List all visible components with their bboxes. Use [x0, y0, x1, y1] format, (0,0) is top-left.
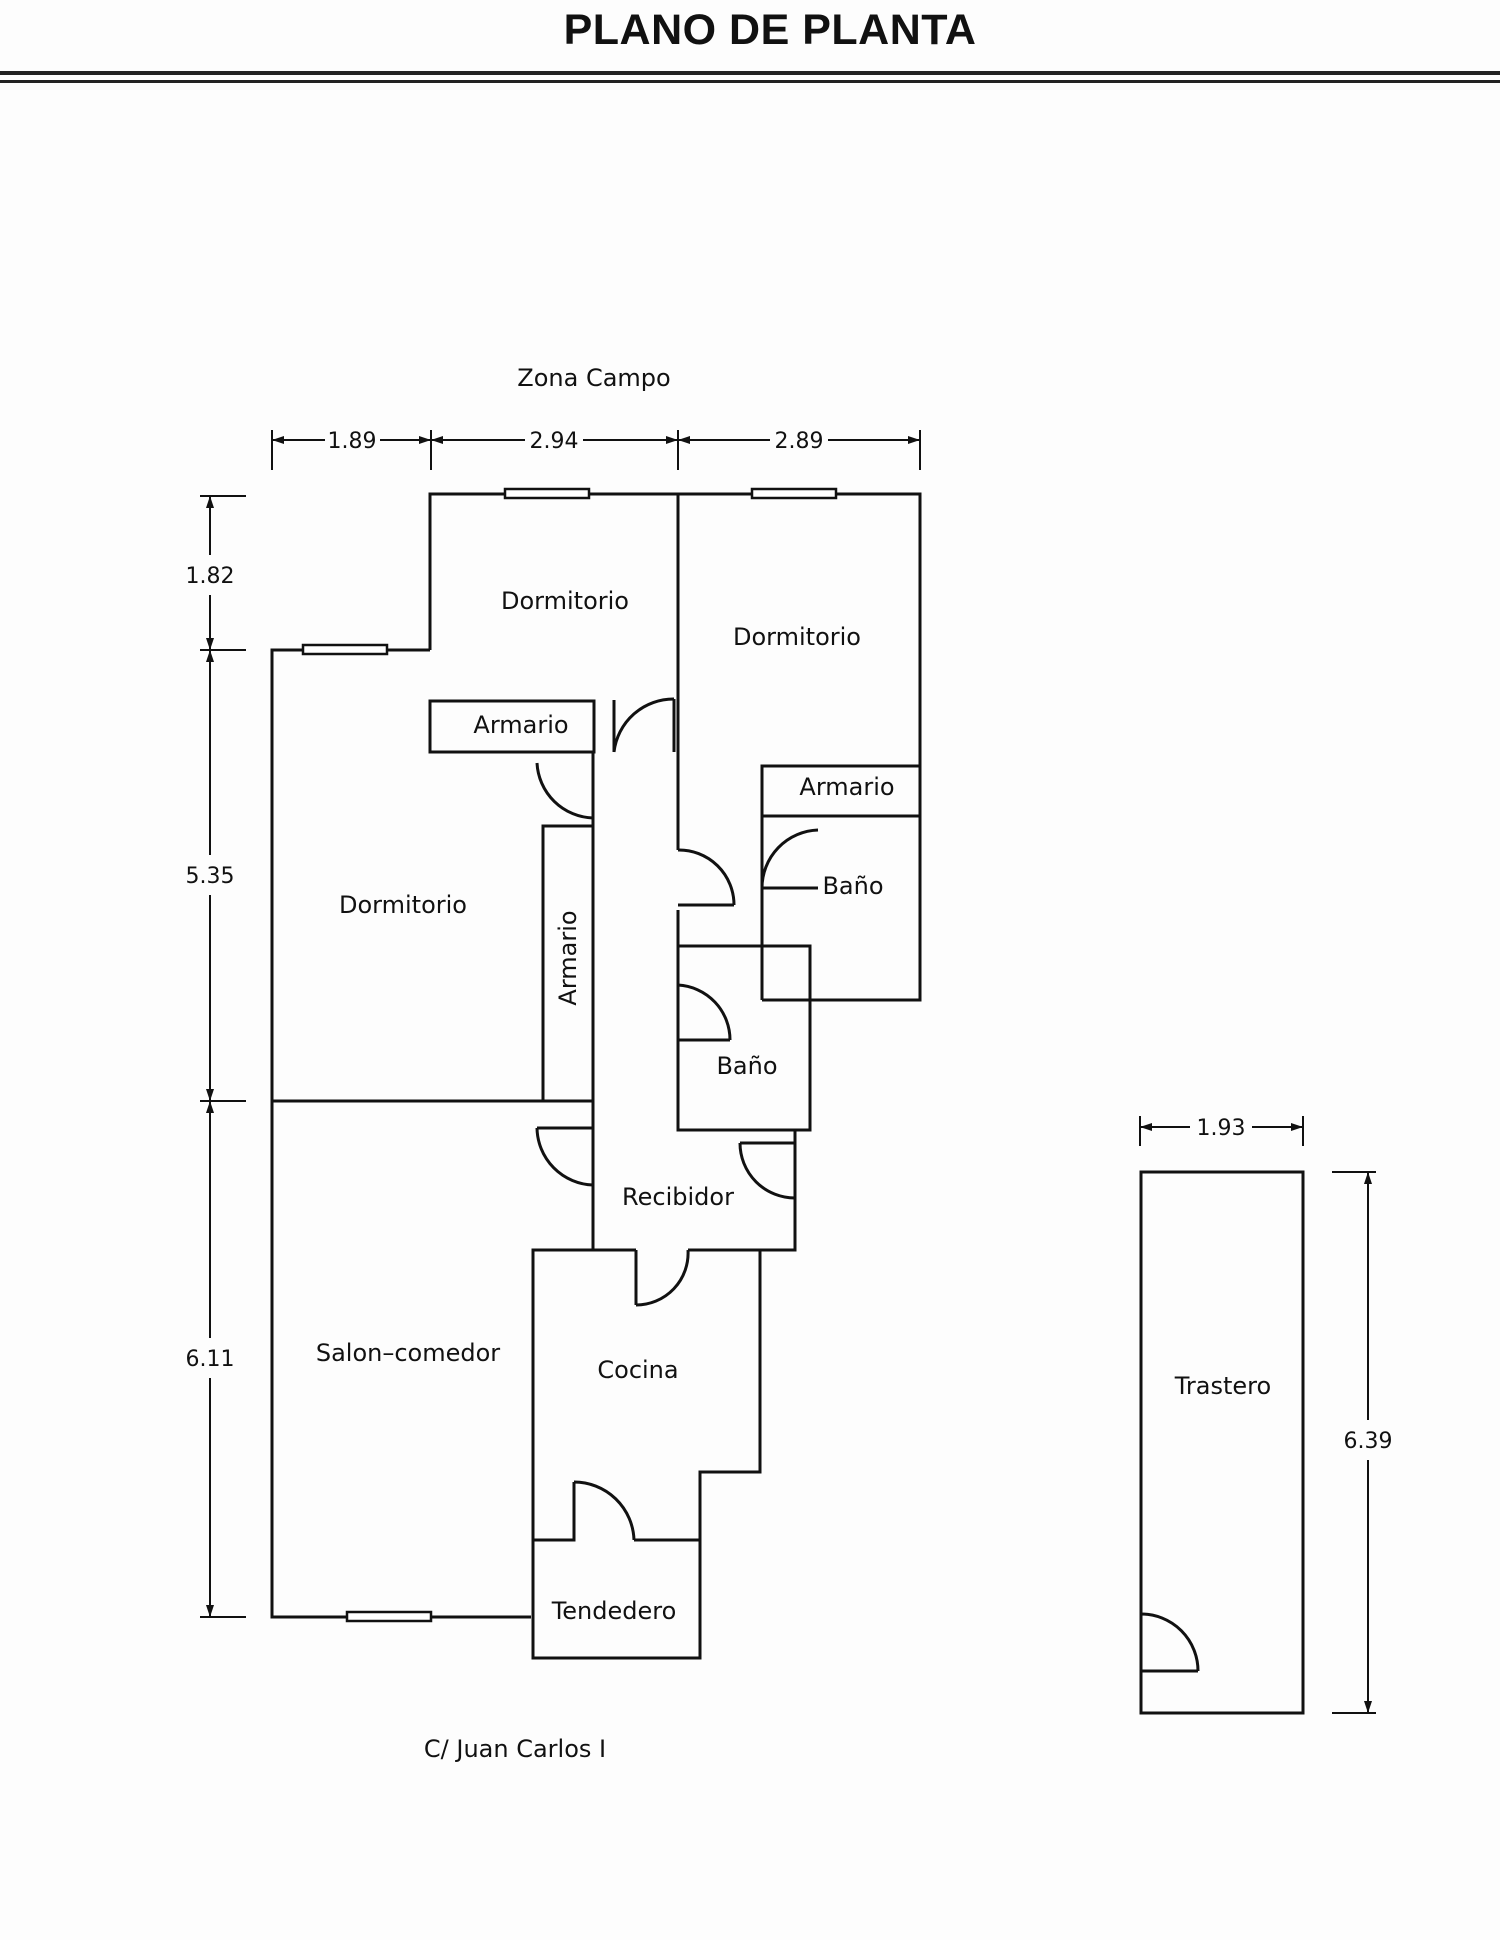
- room-label-bano-1: Baño: [822, 872, 883, 900]
- top-dimension-line: 1.89 2.94 2.89: [271, 429, 921, 470]
- trastero-block: 1.93 6.39: [1139, 1116, 1393, 1715]
- dimension-top-2: 2.94: [530, 429, 579, 454]
- room-label-bano-2: Baño: [716, 1052, 777, 1080]
- dimension-trastero-width: 1.93: [1197, 1116, 1246, 1141]
- zona-campo-label: Zona Campo: [517, 364, 670, 392]
- windows: [301, 487, 838, 1623]
- dimension-left-1: 1.82: [186, 564, 235, 589]
- room-label-armario-1: Armario: [473, 711, 568, 739]
- room-label-dormitorio-1: Dormitorio: [501, 587, 629, 615]
- dimension-top-1: 1.89: [328, 429, 377, 454]
- dimension-top-3: 2.89: [775, 429, 824, 454]
- room-label-tendedero: Tendedero: [551, 1597, 677, 1625]
- dimension-trastero-height: 6.39: [1344, 1429, 1393, 1454]
- room-label-dormitorio-2: Dormitorio: [733, 623, 861, 651]
- left-dimension-line: 1.82 5.35 6.11: [186, 495, 246, 1618]
- apartment-walls: [270, 492, 922, 1660]
- dimension-left-3: 6.11: [186, 1347, 235, 1372]
- room-label-armario-2: Armario: [799, 773, 894, 801]
- room-label-salon-comedor: Salon–comedor: [316, 1339, 500, 1367]
- street-label: C/ Juan Carlos I: [424, 1735, 606, 1763]
- page-title: PLANO DE PLANTA: [563, 6, 977, 54]
- dimension-left-2: 5.35: [186, 864, 235, 889]
- room-label-trastero: Trastero: [1174, 1372, 1271, 1400]
- title-rule-top: [0, 71, 1500, 75]
- room-label-recibidor: Recibidor: [622, 1183, 734, 1211]
- room-label-armario-3: Armario: [554, 910, 582, 1005]
- room-label-cocina: Cocina: [597, 1356, 678, 1384]
- room-label-dormitorio-3: Dormitorio: [339, 891, 467, 919]
- door-swings: [535, 697, 819, 1541]
- title-rule-bottom: [0, 80, 1500, 83]
